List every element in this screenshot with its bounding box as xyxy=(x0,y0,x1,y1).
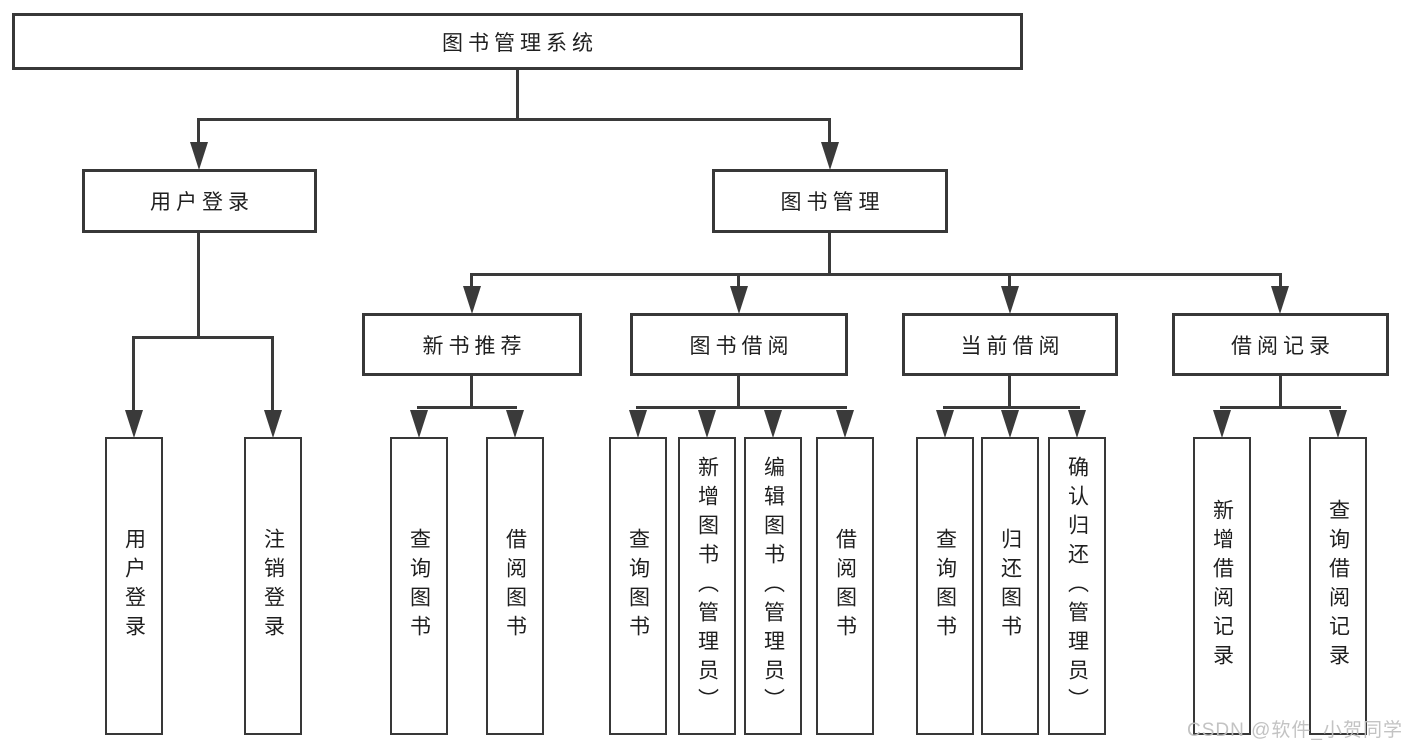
connector-line xyxy=(737,274,740,287)
connector-line xyxy=(828,233,831,274)
arrow-down-icon xyxy=(1068,410,1086,438)
connector-line xyxy=(132,336,274,339)
connector-line xyxy=(197,119,200,145)
connector-line xyxy=(516,70,519,118)
connector-line xyxy=(417,406,517,409)
arrow-down-icon xyxy=(730,286,748,314)
node-label: 借阅图书 xyxy=(503,528,527,644)
node-label: 新增图书（管理员） xyxy=(695,455,719,717)
arrow-down-icon xyxy=(410,410,428,438)
node-label: 查询图书 xyxy=(933,528,957,644)
arrow-down-icon xyxy=(629,410,647,438)
node-current-borrowing: 当前借阅 xyxy=(902,313,1118,376)
connector-line xyxy=(636,406,847,409)
connector-line xyxy=(197,118,831,121)
node-library-management-system: 图书管理系统 xyxy=(12,13,1023,70)
leaf-return-books: 归还图书 xyxy=(981,437,1039,735)
node-label: 编辑图书（管理员） xyxy=(761,455,785,717)
leaf-confirm-return-admin: 确认归还（管理员） xyxy=(1048,437,1106,735)
node-label: 归还图书 xyxy=(998,528,1022,644)
arrow-down-icon xyxy=(1001,286,1019,314)
connector-line xyxy=(197,233,200,337)
node-book-management: 图书管理 xyxy=(712,169,948,233)
node-label: 用户登录 xyxy=(150,191,254,214)
node-label: 图书管理系统 xyxy=(442,31,598,55)
leaf-query-borrow-record: 查询借阅记录 xyxy=(1309,437,1367,735)
leaf-query-books: 查询图书 xyxy=(390,437,448,735)
node-label: 查询图书 xyxy=(407,528,431,644)
node-label: 查询图书 xyxy=(626,528,650,644)
leaf-query-books-2: 查询图书 xyxy=(609,437,667,735)
leaf-edit-books-admin: 编辑图书（管理员） xyxy=(744,437,802,735)
connector-line xyxy=(1279,376,1282,407)
connector-line xyxy=(943,406,1080,409)
node-new-book-recommendation: 新书推荐 xyxy=(362,313,582,376)
leaf-borrow-books: 借阅图书 xyxy=(486,437,544,735)
node-label: 图书借阅 xyxy=(689,334,794,358)
connector-line xyxy=(828,119,831,145)
arrow-down-icon xyxy=(1213,410,1231,438)
node-book-borrowing: 图书借阅 xyxy=(630,313,848,376)
arrow-down-icon xyxy=(264,410,282,438)
arrow-down-icon xyxy=(821,142,839,170)
leaf-borrow-books-2: 借阅图书 xyxy=(816,437,874,735)
connector-line xyxy=(271,337,274,411)
arrow-down-icon xyxy=(698,410,716,438)
connector-line xyxy=(1008,274,1011,287)
node-label: 新增借阅记录 xyxy=(1210,499,1234,673)
arrow-down-icon xyxy=(1001,410,1019,438)
node-user-login: 用户登录 xyxy=(82,169,317,233)
arrow-down-icon xyxy=(125,410,143,438)
arrow-down-icon xyxy=(1329,410,1347,438)
csdn-watermark: CSDN @软件_小贺同学 xyxy=(1187,720,1403,741)
leaf-logout: 注销登录 xyxy=(244,437,302,735)
connector-line xyxy=(1220,406,1341,409)
leaf-add-books-admin: 新增图书（管理员） xyxy=(678,437,736,735)
arrow-down-icon xyxy=(463,286,481,314)
node-label: 查询借阅记录 xyxy=(1326,499,1350,673)
arrow-down-icon xyxy=(936,410,954,438)
node-label: 当前借阅 xyxy=(960,334,1065,358)
node-label: 确认归还（管理员） xyxy=(1065,455,1089,717)
leaf-query-books-3: 查询图书 xyxy=(916,437,974,735)
connector-line xyxy=(470,376,473,407)
node-label: 用户登录 xyxy=(122,528,146,644)
connector-line xyxy=(737,376,740,407)
node-label: 借阅记录 xyxy=(1231,334,1335,358)
node-label: 借阅图书 xyxy=(833,528,857,644)
arrow-down-icon xyxy=(190,142,208,170)
leaf-add-borrow-record: 新增借阅记录 xyxy=(1193,437,1251,735)
connector-line xyxy=(132,337,135,411)
leaf-user-login: 用户登录 xyxy=(105,437,163,735)
arrow-down-icon xyxy=(764,410,782,438)
connector-line xyxy=(470,274,473,287)
node-label: 注销登录 xyxy=(261,528,285,644)
node-label: 图书管理 xyxy=(780,191,885,214)
node-borrowing-records: 借阅记录 xyxy=(1172,313,1389,376)
connector-line xyxy=(470,273,1282,276)
arrow-down-icon xyxy=(506,410,524,438)
connector-line xyxy=(1279,274,1282,287)
arrow-down-icon xyxy=(1271,286,1289,314)
arrow-down-icon xyxy=(836,410,854,438)
connector-line xyxy=(1008,376,1011,407)
node-label: 新书推荐 xyxy=(422,334,527,358)
